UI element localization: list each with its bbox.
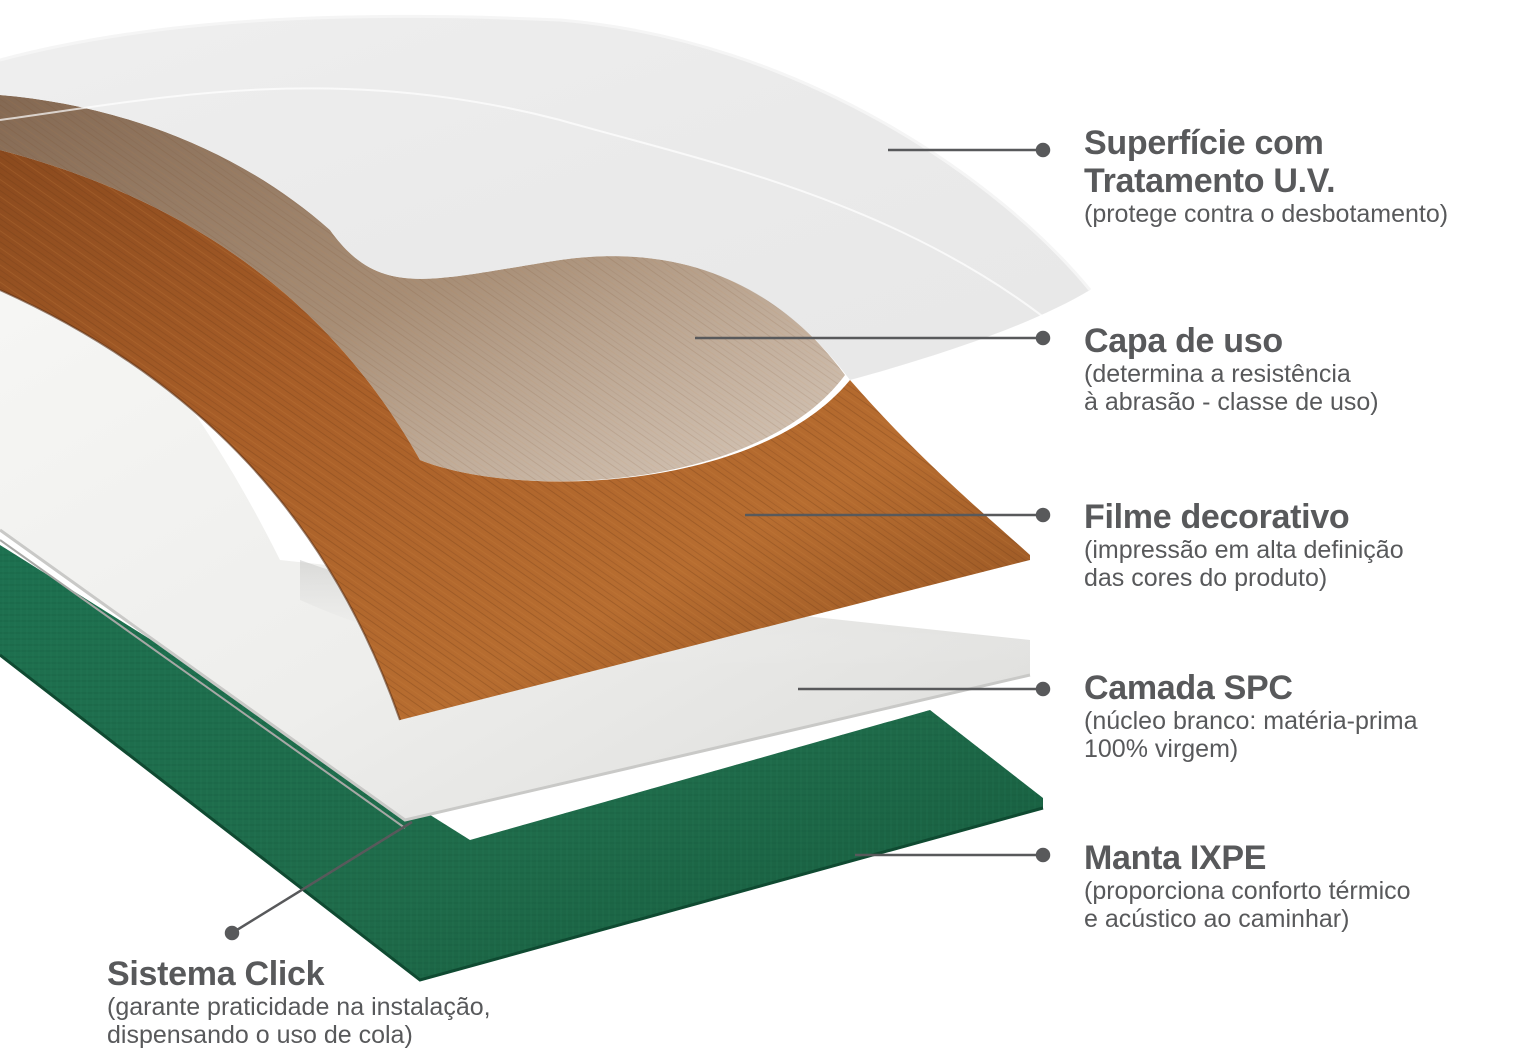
decor-film <box>0 150 1030 721</box>
label-wear-title: Capa de uso <box>1084 322 1283 360</box>
label-wear-description-2: à abrasão - classe de uso) <box>1084 388 1379 417</box>
label-decor-title: Filme decorativo <box>1084 498 1350 536</box>
ixpe-underlay <box>0 545 1044 982</box>
leader-dot-icon <box>1035 681 1051 697</box>
leader-line-click <box>231 820 413 935</box>
label-uv: Superfície com Tratamento U.V. (protege … <box>1084 124 1448 228</box>
label-ixpe: Manta IXPE (proporciona conforto térmico… <box>1084 839 1411 933</box>
leader-dot-icon <box>1035 142 1051 158</box>
leader-dot-icon <box>1035 847 1051 863</box>
label-spc-title: Camada SPC <box>1084 669 1293 707</box>
label-spc-description-1: (núcleo branco: matéria-prima <box>1084 707 1418 736</box>
uv-layer <box>0 14 1092 381</box>
label-wear-description-1: (determina a resistência <box>1084 360 1351 389</box>
label-ixpe-description-1: (proporciona conforto térmico <box>1084 877 1411 906</box>
label-ixpe-title: Manta IXPE <box>1084 839 1267 877</box>
label-uv-title: Superfície com <box>1084 124 1324 162</box>
leader-dot-icon <box>1035 330 1051 346</box>
label-click-description-1: (garante praticidade na instalação, <box>107 993 491 1022</box>
leader-lines <box>224 142 1051 941</box>
label-decor-description-1: (impressão em alta definição <box>1084 536 1404 565</box>
label-decor-description-2: das cores do produto) <box>1084 564 1328 593</box>
label-uv-title-line2: Tratamento U.V. <box>1084 162 1336 201</box>
label-wear: Capa de uso (determina a resistência à a… <box>1084 322 1379 416</box>
label-click: Sistema Click (garante praticidade na in… <box>107 955 491 1049</box>
label-uv-description: (protege contra o desbotamento) <box>1084 200 1449 229</box>
label-click-description-2: dispensando o uso de cola) <box>107 1021 413 1050</box>
label-spc: Camada SPC (núcleo branco: matéria-prima… <box>1084 669 1417 763</box>
leader-dot-icon <box>224 925 240 941</box>
label-spc-description-2: 100% virgem) <box>1084 735 1239 764</box>
label-ixpe-description-2: e acústico ao caminhar) <box>1084 905 1350 934</box>
label-decor: Filme decorativo (impressão em alta defi… <box>1084 498 1404 592</box>
leader-dot-icon <box>1035 507 1051 523</box>
label-click-title: Sistema Click <box>107 955 325 993</box>
wear-layer <box>0 95 845 482</box>
